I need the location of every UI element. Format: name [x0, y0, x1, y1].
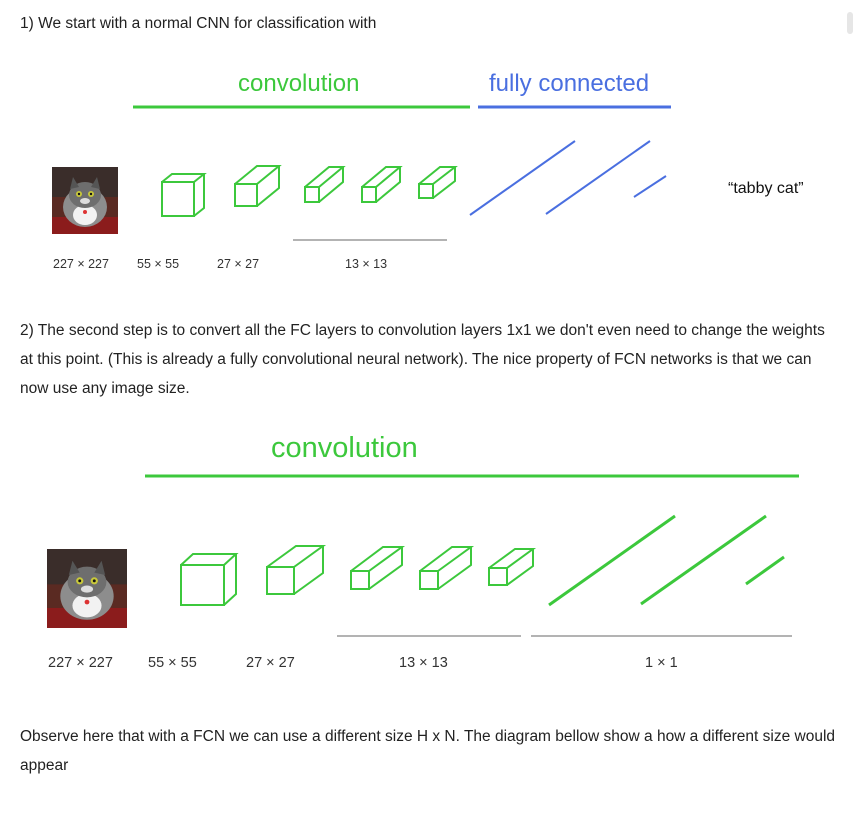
feature-map-1 — [161, 173, 207, 217]
dim-label: 1 × 1 — [645, 655, 678, 671]
step1-text: 1) We start with a normal CNN for classi… — [20, 15, 377, 32]
feature-map-5 — [418, 166, 458, 199]
feature-map-2-4 — [419, 546, 475, 590]
dim-label: 27 × 27 — [217, 257, 260, 271]
step2-text: 2) The second step is to convert all the… — [20, 322, 825, 397]
dim-label: 55 × 55 — [137, 257, 180, 271]
conv1x1-layer-3 — [745, 555, 785, 586]
cat-image — [52, 167, 118, 234]
dim-label: 27 × 27 — [246, 655, 295, 671]
feature-map-2-5 — [488, 548, 537, 586]
observe-text: Observe here that with a FCN we can use … — [20, 728, 836, 774]
fc-layer-2 — [545, 140, 651, 215]
feature-map-3 — [304, 166, 346, 203]
dim-label: 227 × 227 — [48, 655, 113, 671]
scrollbar[interactable] — [847, 12, 853, 34]
dim-label: 13 × 13 — [399, 655, 448, 671]
feature-map-2-2 — [266, 545, 327, 595]
dim-label: 13 × 13 — [345, 257, 388, 271]
dim-label: 227 × 227 — [53, 257, 109, 271]
convolution-label: convolution — [238, 70, 360, 97]
dim-label: 55 × 55 — [148, 655, 197, 671]
output-label: “tabby cat” — [728, 180, 804, 197]
conv1x1-layer-1 — [548, 514, 676, 607]
feature-map-2-3 — [350, 546, 406, 590]
feature-map-2-1 — [180, 553, 239, 606]
fully-connected-label: fully connected — [489, 70, 650, 97]
conv1x1-layer-2 — [640, 514, 767, 606]
convolution-label-2: convolution — [271, 432, 418, 464]
fc-layer-1 — [469, 140, 576, 216]
fc-layer-3 — [633, 175, 667, 198]
feature-map-2 — [234, 165, 282, 207]
cat-image-2 — [47, 549, 127, 628]
feature-map-4 — [361, 166, 403, 203]
